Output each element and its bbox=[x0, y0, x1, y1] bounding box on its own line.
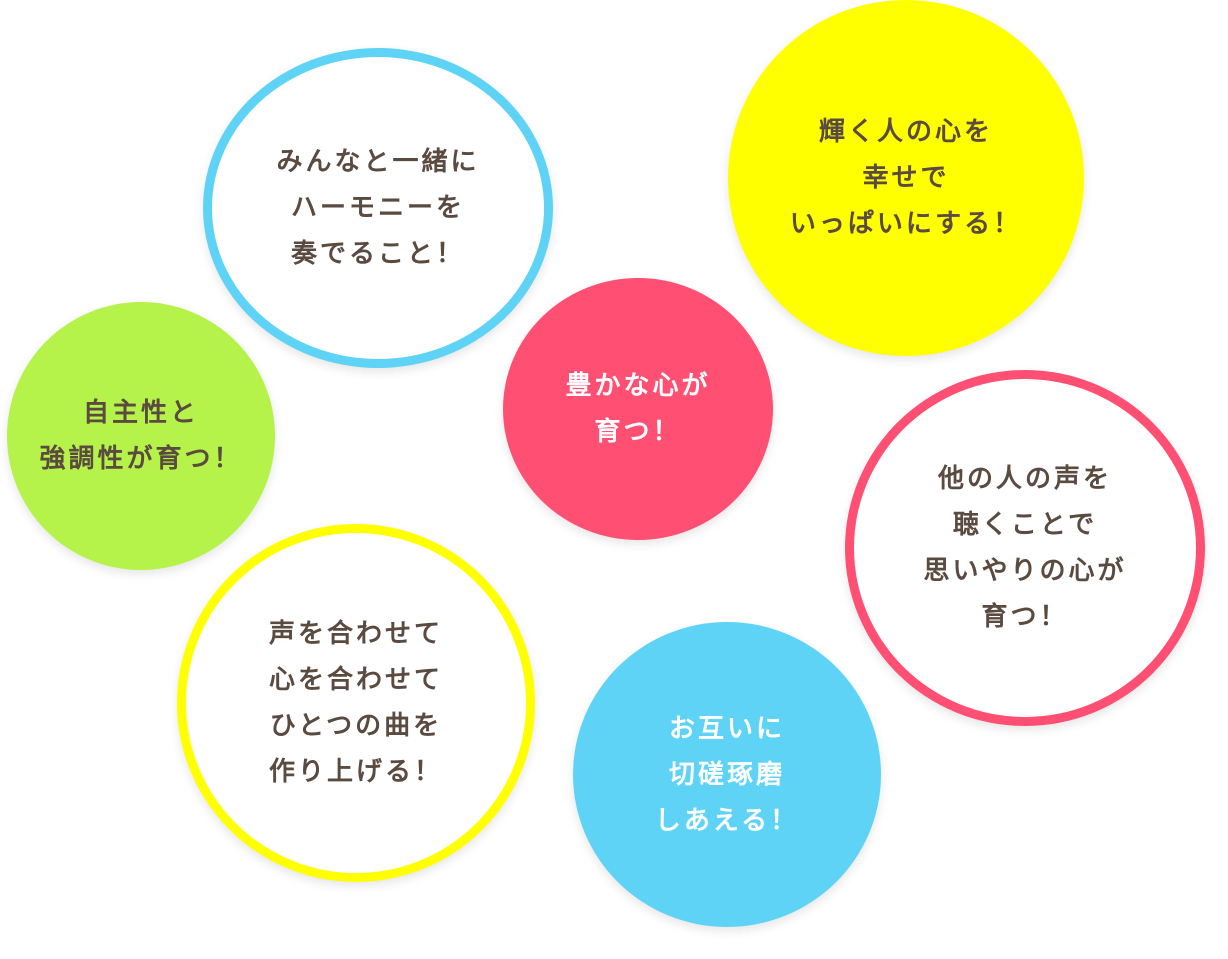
bubble-line: 奏でること！ bbox=[290, 239, 465, 269]
bubble-line: いっぱいにする！ bbox=[789, 209, 1023, 239]
bubble-compassion: 他の人の声を 聴くことで 思いやりの心が 育つ！ bbox=[845, 370, 1205, 726]
bubble-line: 幸せで bbox=[862, 163, 950, 193]
bubble-line: 作り上げる！ bbox=[268, 757, 443, 787]
bubble-line: 声を合わせて bbox=[268, 619, 443, 649]
bubble-independence: 自主性と 強調性が育つ！ bbox=[7, 302, 275, 570]
bubble-one-song-text: 声を合わせて 心を合わせて ひとつの曲を 作り上げる！ bbox=[269, 611, 443, 795]
bubble-line: 育つ！ bbox=[981, 602, 1069, 632]
bubble-line: 聴くことで bbox=[952, 510, 1098, 540]
bubble-line: 輝く人の心を bbox=[818, 117, 993, 147]
bubble-line: ハーモニーを bbox=[290, 193, 465, 223]
bubble-shine: 輝く人の心を 幸せで いっぱいにする！ bbox=[728, 0, 1084, 356]
bubble-line: 思いやりの心が bbox=[923, 556, 1127, 586]
bubble-mutual-text: お互いに 切磋琢磨 しあえる！ bbox=[655, 706, 799, 844]
bubble-line: 切磋琢磨 bbox=[668, 759, 785, 790]
bubble-shine-text: 輝く人の心を 幸せで いっぱいにする！ bbox=[790, 109, 1022, 247]
bubble-line: みんなと一緒に bbox=[276, 147, 480, 177]
bubble-line: お互いに bbox=[668, 713, 785, 744]
bubble-independence-text: 自主性と 強調性が育つ！ bbox=[39, 390, 242, 482]
bubble-line: ひとつの曲を bbox=[269, 711, 443, 741]
bubble-line: 心を合わせて bbox=[268, 665, 443, 695]
bubble-line: 自主性と bbox=[82, 398, 199, 428]
bubble-line: 強調性が育つ！ bbox=[39, 444, 243, 474]
bubble-rich-heart-text: 豊かな心が 育つ！ bbox=[565, 363, 710, 455]
bubble-line: 豊かな心が bbox=[565, 371, 711, 401]
bubble-line: 育つ！ bbox=[594, 417, 682, 447]
bubble-harmony: みんなと一緒に ハーモニーを 奏でること！ bbox=[203, 48, 553, 368]
bubble-one-song: 声を合わせて 心を合わせて ひとつの曲を 作り上げる！ bbox=[177, 524, 535, 882]
bubble-rich-heart: 豊かな心が 育つ！ bbox=[503, 278, 773, 540]
bubble-harmony-text: みんなと一緒に ハーモニーを 奏でること！ bbox=[276, 139, 479, 277]
bubble-line: しあえる！ bbox=[654, 805, 800, 836]
bubble-line: 他の人の声を bbox=[937, 464, 1112, 494]
bubble-compassion-text: 他の人の声を 聴くことで 思いやりの心が 育つ！ bbox=[923, 456, 1126, 640]
bubble-mutual: お互いに 切磋琢磨 しあえる！ bbox=[573, 622, 881, 927]
